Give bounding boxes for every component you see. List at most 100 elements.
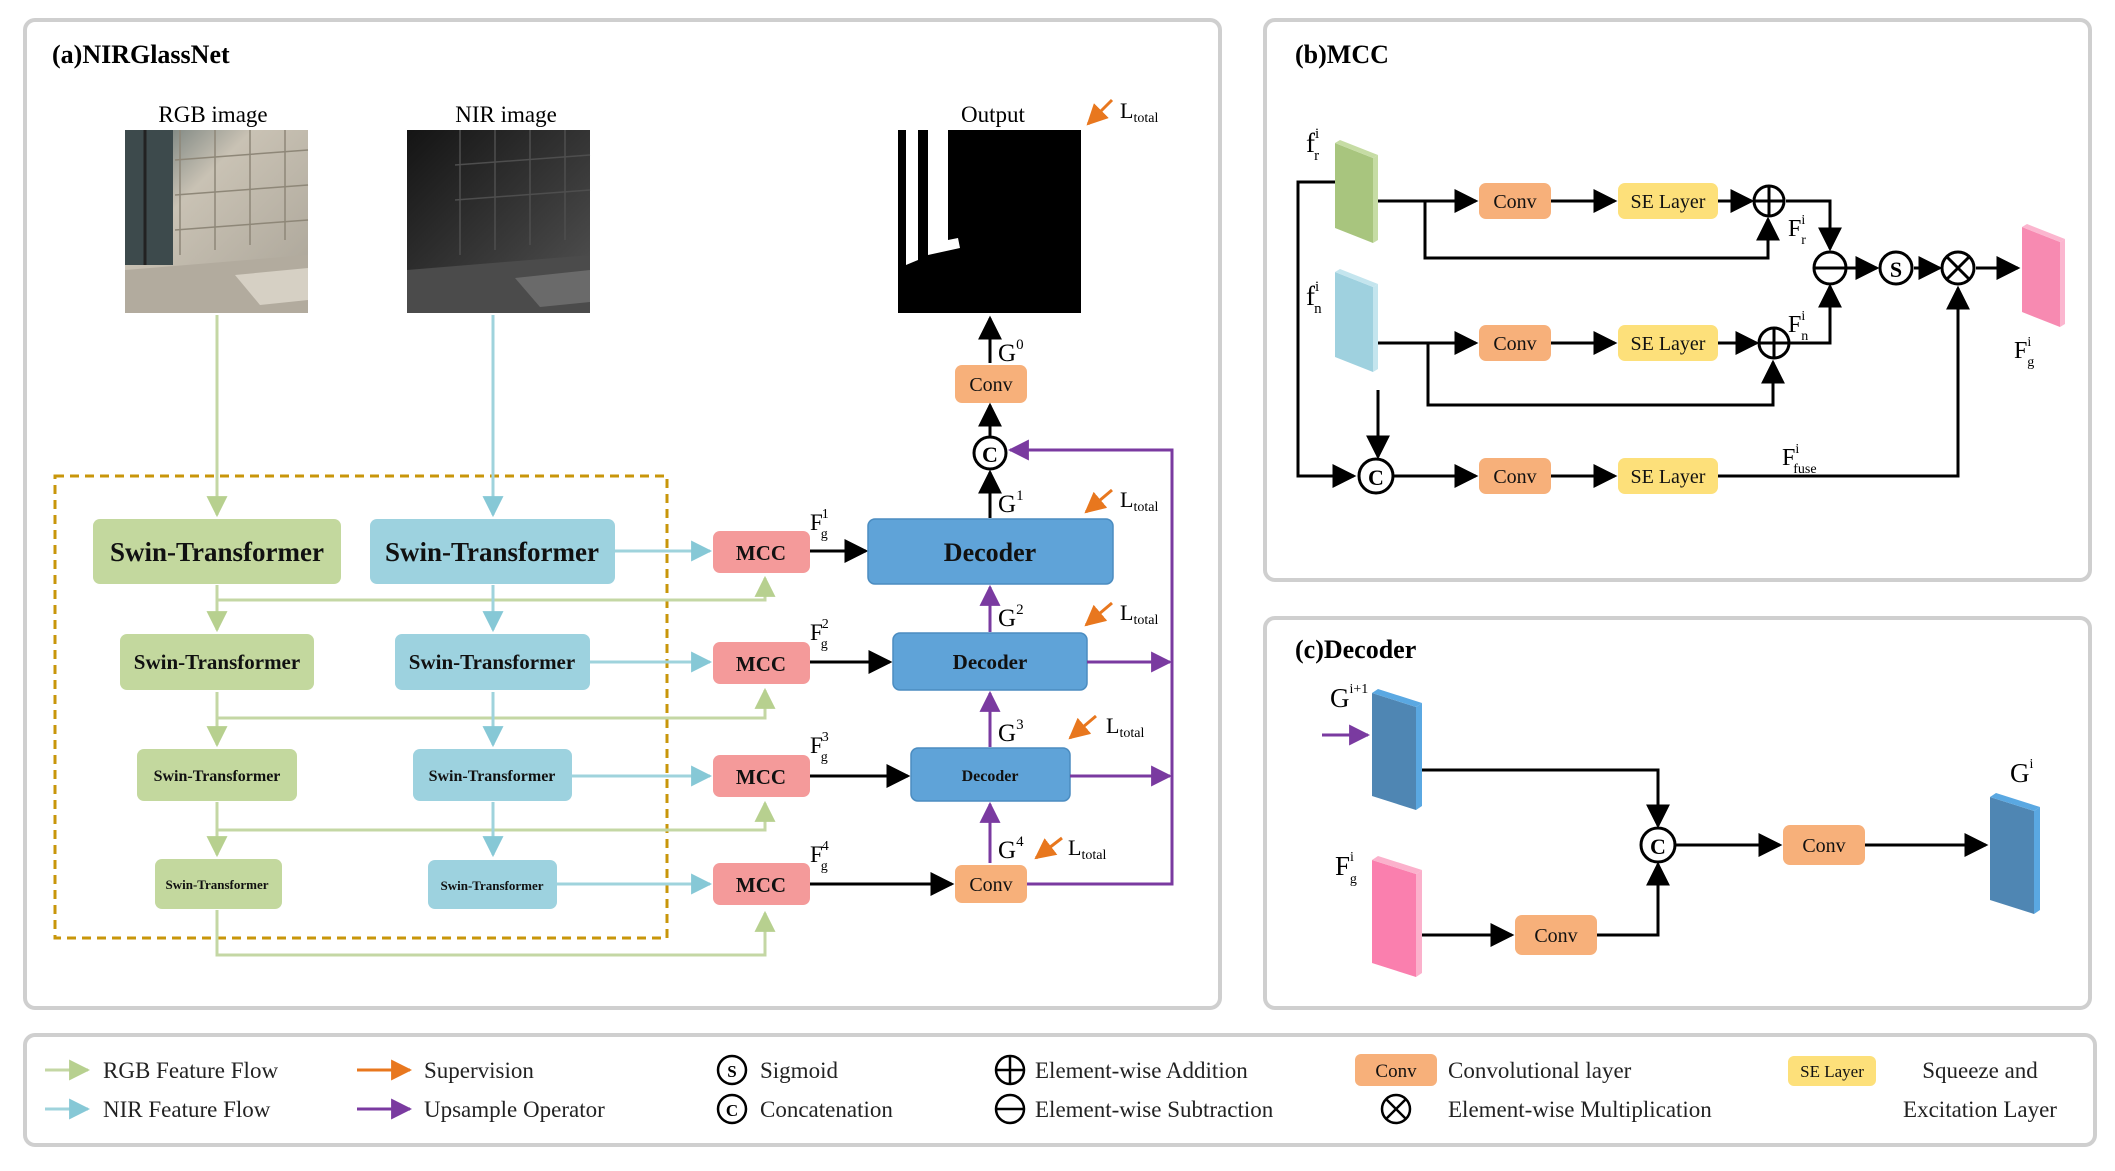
- svg-text:Conv: Conv: [1802, 835, 1845, 857]
- loss-label-1: Ltotal: [1120, 487, 1158, 515]
- panel-b-title: (b)MCC: [1295, 40, 1389, 69]
- add-op-r: [1752, 184, 1786, 218]
- svg-text:S: S: [1890, 257, 1902, 282]
- svg-text:Decoder: Decoder: [962, 768, 1019, 785]
- mcc-conv-fuse: Conv: [1479, 458, 1551, 494]
- mcc-block-3: MCC: [713, 755, 810, 797]
- svg-text:Swin-Transformer: Swin-Transformer: [154, 768, 281, 785]
- svg-text:MCC: MCC: [736, 652, 786, 676]
- svg-text:Conv: Conv: [1493, 191, 1536, 213]
- legend-multiply-icon: [1380, 1093, 1412, 1125]
- legend-sigmoid-icon: [716, 1054, 748, 1086]
- output-label: Output: [961, 102, 1026, 127]
- fr-feature-slab: [1335, 140, 1378, 243]
- svg-text:MCC: MCC: [736, 873, 786, 897]
- svg-text:Swin-Transformer: Swin-Transformer: [165, 877, 268, 892]
- loss-label-4: Ltotal: [1068, 835, 1106, 863]
- dec-conv-fg: Conv: [1515, 915, 1597, 955]
- supervision-arrow-output: [1086, 98, 1114, 126]
- panel-a-frame: [23, 18, 1222, 1010]
- conv-block-g4: Conv: [955, 865, 1027, 903]
- swin-rgb-stage-3: Swin-Transformer: [137, 749, 297, 801]
- svg-text:Swin-Transformer: Swin-Transformer: [134, 650, 300, 674]
- mcc-block-4: MCC: [713, 863, 810, 905]
- legend: RGB Feature Flow NIR Feature Flow Superv…: [45, 1054, 2057, 1125]
- mcc-wiring: [1296, 180, 2021, 488]
- mcc-block-2: MCC: [713, 642, 810, 684]
- svg-text:SE Layer: SE Layer: [1800, 1062, 1864, 1081]
- svg-text:Swin-Transformer: Swin-Transformer: [385, 537, 599, 567]
- mcc-se-r: SE Layer: [1618, 183, 1718, 219]
- svg-text:Decoder: Decoder: [944, 538, 1036, 567]
- swin-nir-stage-4: Swin-Transformer: [428, 860, 557, 909]
- svg-text:MCC: MCC: [736, 765, 786, 789]
- loss-label-3: Ltotal: [1106, 713, 1144, 741]
- upsample-arrows: [979, 439, 1174, 886]
- concat-op-decoder: C: [1639, 826, 1677, 864]
- fg-output-slab: [2022, 224, 2065, 327]
- encoder-dashed-box: [53, 474, 669, 940]
- sigmoid-op: S: [1878, 250, 1914, 286]
- svg-text:SE Layer: SE Layer: [1631, 191, 1706, 213]
- svg-text:Conv: Conv: [969, 874, 1012, 896]
- svg-text:Swin-Transformer: Swin-Transformer: [409, 650, 575, 674]
- svg-text:C: C: [1368, 465, 1384, 490]
- legend-se-text-1: Squeeze and: [1922, 1058, 2038, 1083]
- panel-c-title: (c)Decoder: [1295, 635, 1416, 664]
- g-output-slab: [1990, 793, 2040, 914]
- swin-nir-stage-3: Swin-Transformer: [413, 749, 572, 801]
- panel-c-frame: [1263, 616, 2092, 1010]
- conv-block-output: Conv: [955, 365, 1027, 403]
- g-output-label: Gi: [2010, 757, 2034, 788]
- svg-text:Decoder: Decoder: [953, 650, 1028, 674]
- output-mask: [898, 130, 1081, 313]
- svg-text:Swin-Transformer: Swin-Transformer: [110, 537, 324, 567]
- concat-op-main: C: [972, 435, 1008, 471]
- swin-nir-stage-1: Swin-Transformer: [370, 519, 615, 584]
- subtract-op: [1812, 250, 1848, 286]
- mcc-block-1: MCC: [713, 531, 810, 573]
- svg-text:SE Layer: SE Layer: [1631, 333, 1706, 355]
- mcc-conv-n: Conv: [1479, 325, 1551, 361]
- legend-add-text: Element-wise Addition: [1035, 1058, 1248, 1083]
- svg-text:Conv: Conv: [1534, 925, 1577, 947]
- legend-add-icon: [994, 1054, 1026, 1086]
- swin-rgb-stage-4: Swin-Transformer: [155, 859, 282, 909]
- legend-multiply-text: Element-wise Multiplication: [1448, 1097, 1712, 1122]
- g-next-slab: [1372, 689, 1422, 810]
- decoder-block-1: Decoder: [867, 518, 1114, 585]
- legend-conv-swatch: [1355, 1054, 1437, 1086]
- g2-label: G2: [998, 602, 1024, 632]
- supervision-arrows: [1034, 488, 1113, 860]
- svg-text:C: C: [726, 1101, 738, 1120]
- loss-label-2: Ltotal: [1120, 600, 1158, 628]
- swin-nir-stage-2: Swin-Transformer: [395, 634, 590, 690]
- panel-b-frame: [1263, 18, 2092, 582]
- swin-rgb-stage-2: Swin-Transformer: [120, 634, 314, 690]
- g-next-label: Gi+1: [1330, 682, 1368, 713]
- legend-concat-text: Concatenation: [760, 1097, 893, 1122]
- nir-feature-flow: [482, 315, 713, 895]
- mcc-se-n: SE Layer: [1618, 325, 1718, 361]
- g3-label: G3: [998, 717, 1024, 747]
- mcc-conv-r: Conv: [1479, 183, 1551, 219]
- concat-op-mcc: C: [1357, 457, 1395, 495]
- dec-conv-out: Conv: [1783, 825, 1865, 865]
- svg-text:SE Layer: SE Layer: [1631, 466, 1706, 488]
- fg-input-slab: [1372, 856, 1422, 977]
- rgb-image: [125, 130, 309, 313]
- decoder-wiring: [1422, 768, 1989, 947]
- legend-rgb-text: RGB Feature Flow: [103, 1058, 278, 1083]
- nir-image: [407, 130, 591, 313]
